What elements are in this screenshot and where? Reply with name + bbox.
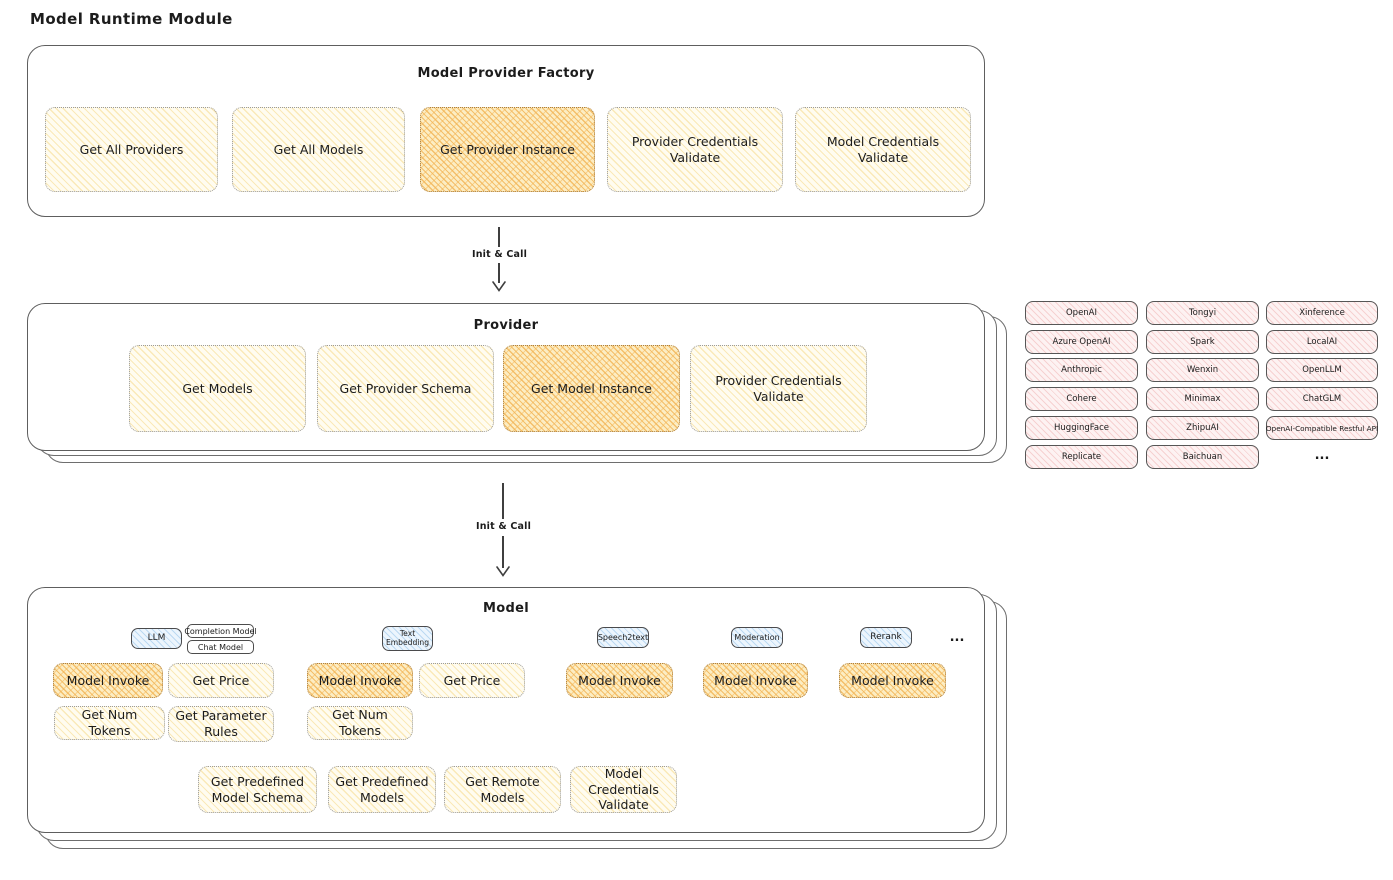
tab-text-embedding: Text Embedding [382,626,433,651]
provider-chip-openai-compatible: OpenAI-Compatible Restful API [1266,416,1378,440]
provider-chip-anthropic: Anthropic [1025,358,1138,382]
node-provider-credentials-validate-provider: Provider Credentials Validate [690,345,867,432]
provider-chip-huggingface: HuggingFace [1025,416,1138,440]
tab-moderation: Moderation [731,627,783,648]
provider-chip-replicate: Replicate [1025,445,1138,469]
provider-chip-wenxin: Wenxin [1146,358,1259,382]
node-llm-model-invoke: Model Invoke [53,663,163,698]
node-model-credentials-validate-factory: Model Credentials Validate [795,107,971,192]
node-embedding-model-invoke: Model Invoke [307,663,413,698]
provider-chip-openai: OpenAI [1025,301,1138,325]
node-get-all-providers: Get All Providers [45,107,218,192]
node-get-model-instance: Get Model Instance [503,345,680,432]
node-llm-get-parameter-rules: Get Parameter Rules [168,706,274,742]
node-provider-credentials-validate-factory: Provider Credentials Validate [607,107,783,192]
arrow-factory-to-provider-line-top [498,227,500,247]
node-get-predefined-models: Get Predefined Models [328,766,436,813]
provider-chip-minimax: Minimax [1146,387,1259,411]
node-get-provider-schema: Get Provider Schema [317,345,494,432]
tab-llm: LLM [131,628,182,649]
provider-chip-baichuan: Baichuan [1146,445,1259,469]
provider-chip-azure-openai: Azure OpenAI [1025,330,1138,354]
arrow-down-icon [496,566,510,577]
arrow-provider-to-model-label: Init & Call [466,521,541,532]
provider-chip-zhipuai: ZhipuAI [1146,416,1259,440]
node-llm-get-price: Get Price [168,663,274,698]
node-speech2text-model-invoke: Model Invoke [566,663,673,698]
node-embedding-get-price: Get Price [419,663,525,698]
node-get-remote-models: Get Remote Models [444,766,561,813]
node-moderation-model-invoke: Model Invoke [703,663,808,698]
node-rerank-model-invoke: Model Invoke [839,663,946,698]
node-embedding-get-num-tokens: Get Num Tokens [307,706,413,740]
node-get-models: Get Models [129,345,306,432]
tab-speech2text: Speech2text [597,627,649,648]
provider-title: Provider [473,318,539,333]
subtab-chat-model: Chat Model [187,640,254,654]
provider-chip-localai: LocalAI [1266,330,1378,354]
arrow-factory-to-provider-line-bottom [498,263,500,283]
node-llm-get-num-tokens: Get Num Tokens [54,706,165,740]
provider-chip-cohere: Cohere [1025,387,1138,411]
provider-chip-tongyi: Tongyi [1146,301,1259,325]
arrow-down-icon [492,281,506,292]
model-title: Model [483,601,529,616]
node-get-predefined-model-schema: Get Predefined Model Schema [198,766,317,813]
node-get-all-models: Get All Models [232,107,405,192]
provider-chip-spark: Spark [1146,330,1259,354]
model-tabs-more-ellipsis: ... [949,630,965,645]
arrow-factory-to-provider-label: Init & Call [462,249,537,260]
arrow-provider-to-model-line-bottom [502,536,504,568]
providers-more-ellipsis: ... [1314,448,1330,463]
provider-chip-openllm: OpenLLM [1266,358,1378,382]
arrow-provider-to-model-line-top [502,483,504,519]
tab-rerank: Rerank [860,627,912,648]
node-model-credentials-validate-model: Model Credentials Validate [570,766,677,813]
provider-chip-chatglm: ChatGLM [1266,387,1378,411]
page-title: Model Runtime Module [30,10,233,28]
subtab-completion-model: Completion Model [184,624,257,638]
provider-chip-xinference: Xinference [1266,301,1378,325]
node-get-provider-instance: Get Provider Instance [420,107,595,192]
model-provider-factory-title: Model Provider Factory [417,66,595,81]
